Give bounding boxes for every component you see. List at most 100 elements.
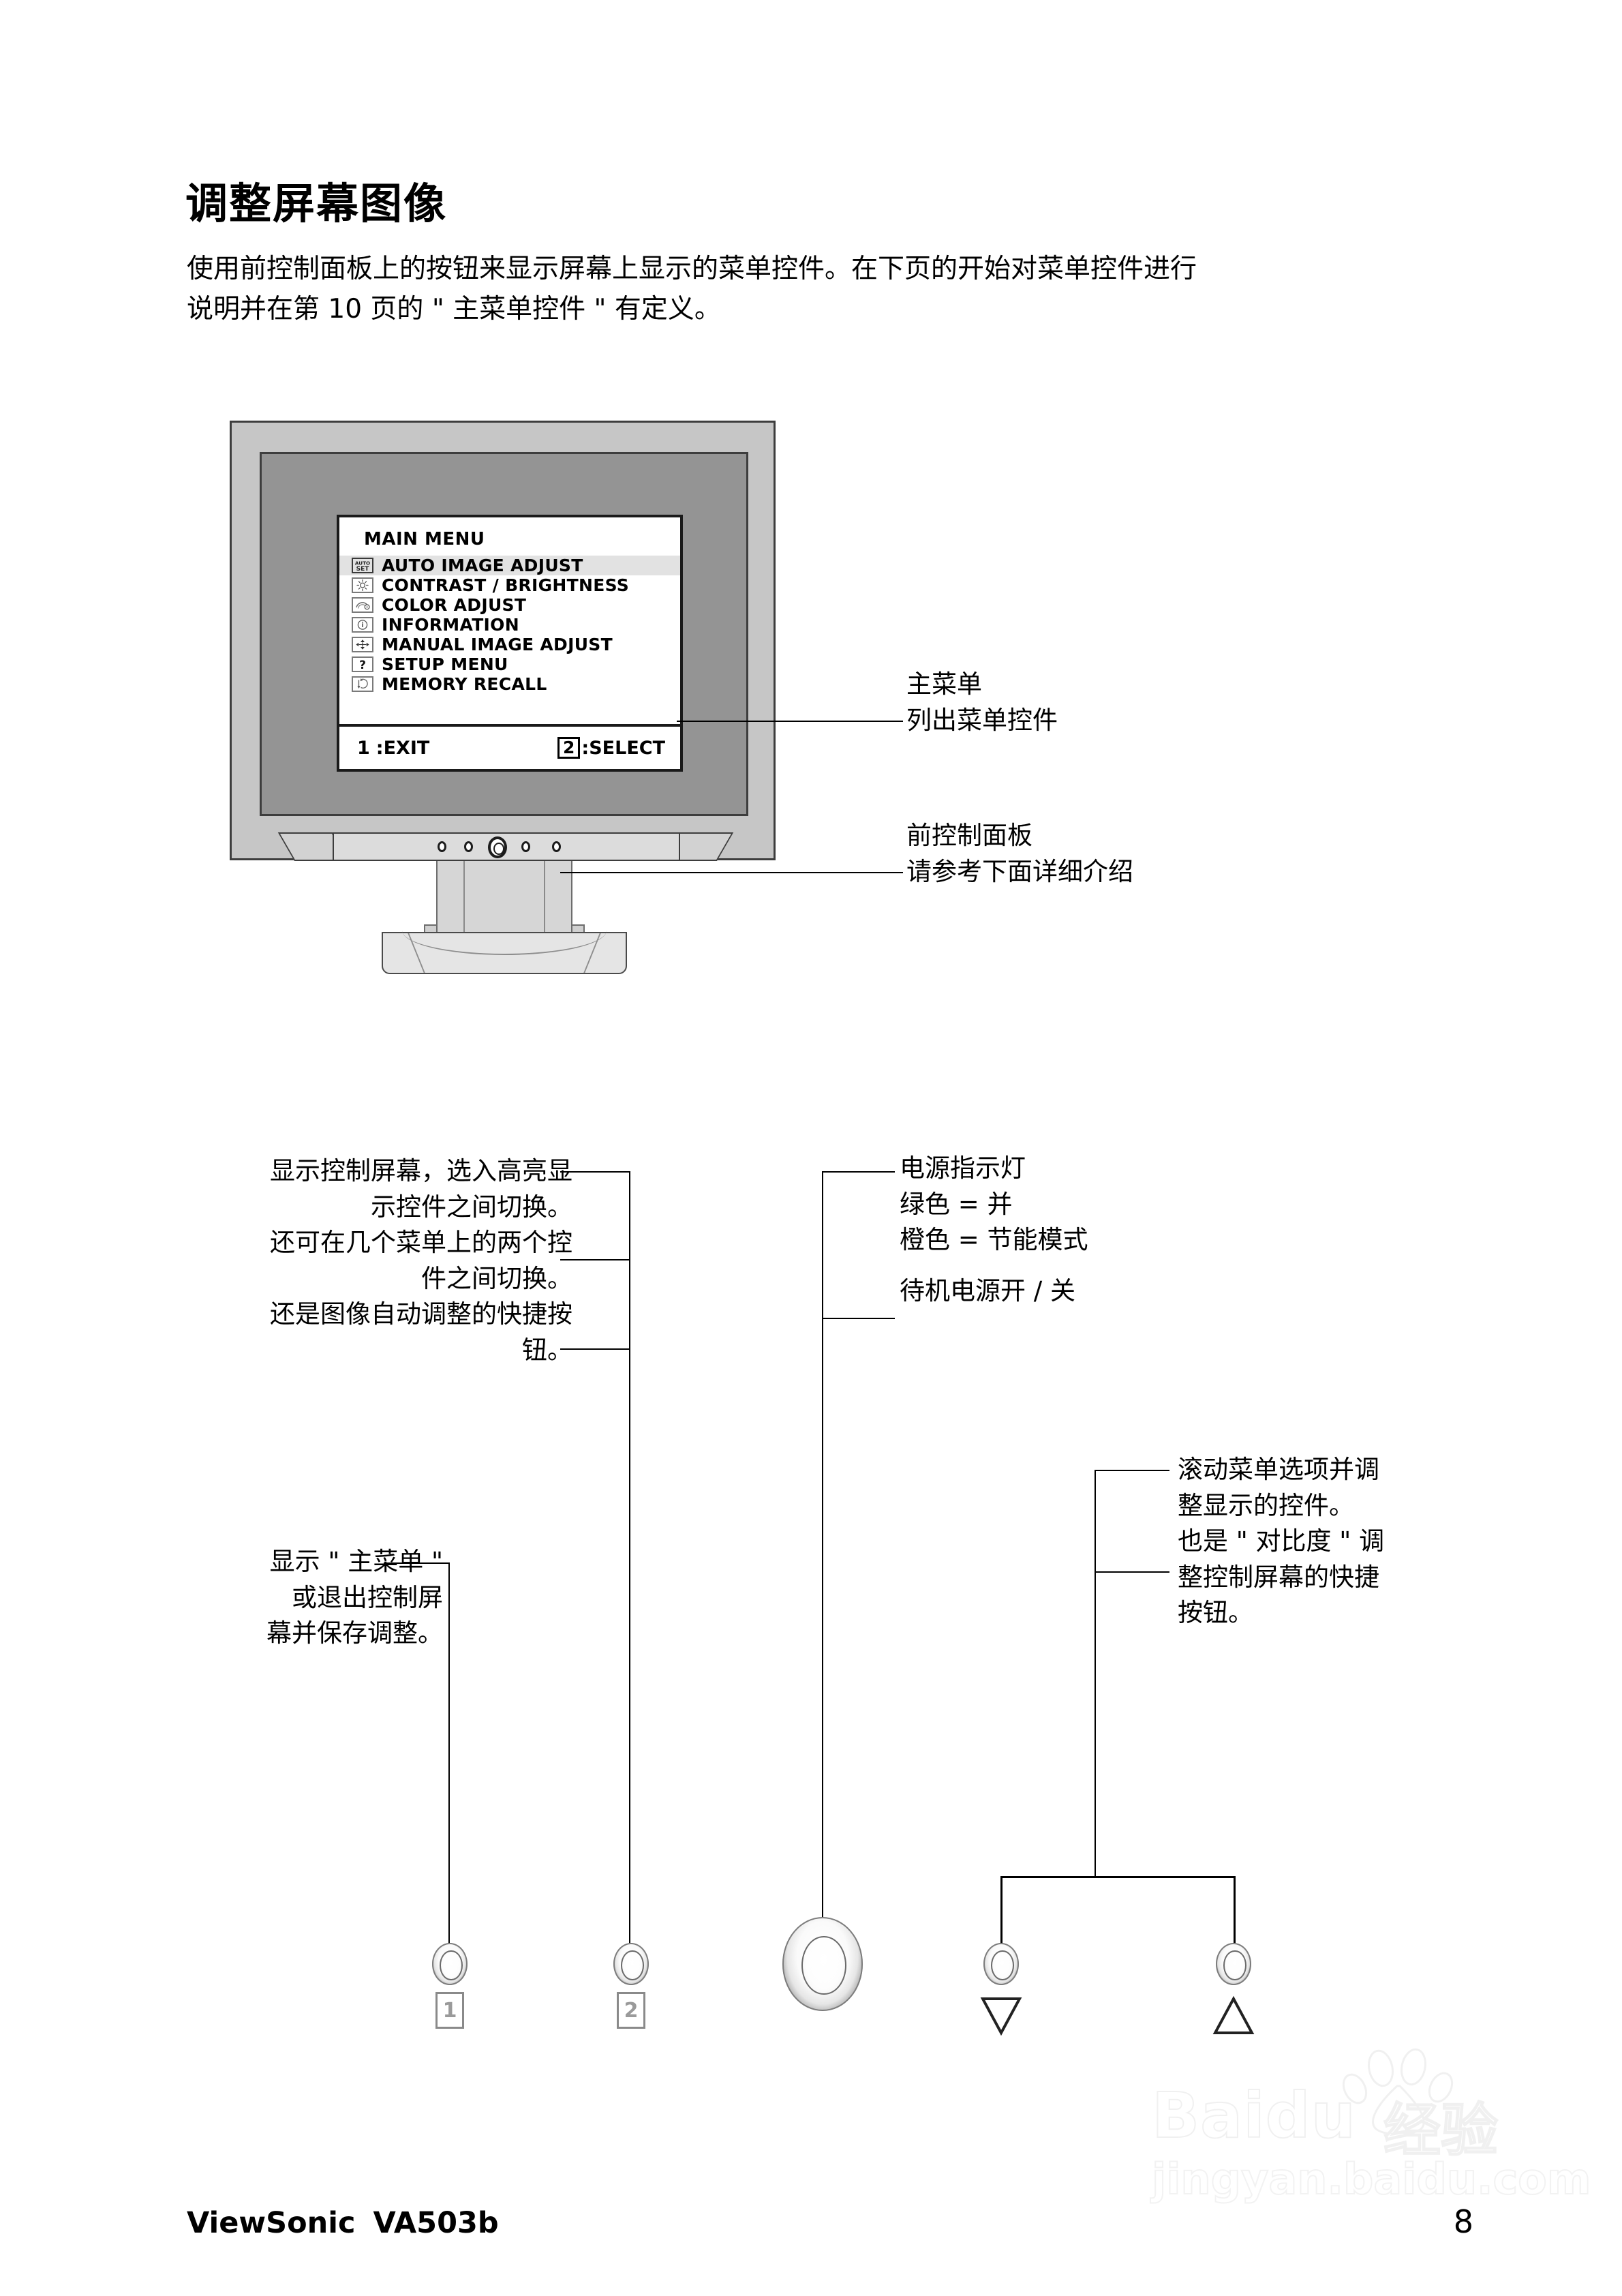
information-icon (352, 617, 373, 633)
osd-main-menu-panel: MAIN MENU AUTO SET AUTO IMAGE ADJUST (337, 515, 683, 772)
osd-footer-bar: 1 :EXIT 2 :SELECT (339, 724, 680, 769)
osd-select-key: 2 (557, 736, 581, 759)
manual-image-adjust-icon (352, 637, 373, 652)
callout-button2: 显示 " 主菜单 " 或退出控制屏 幕并保存调整。 (184, 1544, 443, 1652)
intro-paragraph: 使用前控制面板上的按钮来显示屏幕上显示的菜单控件。在下页的开始对菜单控件进行 说… (187, 249, 1434, 330)
stand-neck-line-left (463, 861, 465, 936)
footer-brand: ViewSonic VA503b (187, 2206, 499, 2240)
button-2[interactable] (613, 1943, 649, 1985)
stand-neck (436, 861, 572, 936)
footer-brand-name: ViewSonic (187, 2206, 356, 2240)
osd-item-memory-recall[interactable]: MEMORY RECALL (339, 674, 680, 694)
button-up[interactable] (1216, 1943, 1251, 1985)
leader-front-panel (560, 872, 903, 873)
leader-arrows-a (1096, 1470, 1169, 1471)
osd-exit-hint[interactable]: 1 :EXIT (357, 738, 429, 759)
monitor-illustration: MAIN MENU AUTO SET AUTO IMAGE ADJUST (230, 421, 776, 974)
osd-item-contrast-brightness[interactable]: CONTRAST / BRIGHTNESS (339, 575, 680, 595)
osd-item-manual-image-adjust[interactable]: MANUAL IMAGE ADJUST (339, 635, 680, 654)
svg-text:?: ? (359, 659, 366, 671)
osd-exit-label: :EXIT (376, 737, 430, 759)
panel-button-1[interactable] (438, 841, 446, 852)
svg-text:AUTO: AUTO (355, 560, 370, 567)
osd-item-label: MEMORY RECALL (382, 674, 547, 694)
callout-front-panel-body: 请参考下面详细介绍 (906, 856, 1133, 886)
baidu-watermark: Baidu 经验 jingyan.baidu.com (1151, 2045, 1591, 2216)
front-control-panel (277, 832, 734, 861)
button-1[interactable] (432, 1943, 468, 1985)
leader-power-a (823, 1171, 895, 1173)
osd-item-label: AUTO IMAGE ADJUST (382, 556, 583, 575)
auto-set-icon: AUTO SET (352, 558, 373, 573)
svg-text:SET: SET (356, 566, 370, 572)
leader-arrows-b (1096, 1571, 1169, 1573)
osd-item-color-adjust[interactable]: COLOR ADJUST (339, 595, 680, 615)
leader-power-trunk (822, 1171, 823, 1946)
stand-base-arc (402, 931, 607, 955)
callout-arrows-p2-l3: 按钮。 (1178, 1598, 1253, 1628)
leader-power-down (822, 1854, 823, 1943)
callout-main-menu-heading: 主菜单 (906, 669, 982, 699)
up-triangle-icon (1212, 1995, 1255, 2040)
stand-neck-line-right (544, 861, 545, 936)
panel-power-button[interactable] (488, 836, 507, 858)
leader-button1-trunk (629, 1171, 630, 1946)
panel-button-down[interactable] (521, 841, 530, 852)
callout-arrows: 滚动菜单选项并调 整显示的控件。 也是 " 对比度 " 调 整控制屏幕的快捷 按… (1178, 1452, 1384, 1631)
baidu-paw-icon (1337, 2045, 1467, 2136)
contrast-brightness-icon (352, 577, 373, 593)
callout-button1: 显示控制屏幕，选入高亮显 示控件之间切换。 还可在几个菜单上的两个控 件之间切换… (204, 1153, 572, 1368)
callout-power-l3: 橙色 = 节能模式 (900, 1225, 1088, 1255)
baidu-wordmark: Baidu (1151, 2079, 1357, 2153)
osd-select-label: :SELECT (581, 737, 665, 759)
power-button[interactable] (782, 1917, 863, 2011)
leader-button2-trunk (448, 1562, 450, 1946)
callout-button2-l3: 幕并保存调整。 (266, 1618, 443, 1648)
callout-arrows-p1-l2: 整显示的控件。 (1178, 1490, 1354, 1520)
osd-menu-list: MAIN MENU AUTO SET AUTO IMAGE ADJUST (339, 517, 680, 724)
callout-button2-l1: 显示 " 主菜单 " (269, 1547, 443, 1576)
leader-arrows-fork-left (1000, 1876, 1003, 1957)
osd-item-auto-image-adjust[interactable]: AUTO SET AUTO IMAGE ADJUST (339, 556, 680, 575)
callout-power-l2: 绿色 = 并 (900, 1189, 1013, 1219)
osd-item-label: MANUAL IMAGE ADJUST (382, 635, 613, 654)
callout-arrows-p1-l1: 滚动菜单选项并调 (1178, 1455, 1379, 1484)
leader-arrows-fork-right (1234, 1876, 1236, 1957)
intro-line-1: 使用前控制面板上的按钮来显示屏幕上显示的菜单控件。在下页的开始对菜单控件进行 (187, 254, 1197, 284)
osd-item-information[interactable]: INFORMATION (339, 615, 680, 635)
callout-button1-p3-l2: 钮。 (522, 1335, 572, 1365)
leader-button1-c (560, 1348, 630, 1350)
callout-power-l1: 电源指示灯 (900, 1153, 1026, 1183)
osd-item-label: INFORMATION (382, 615, 519, 635)
callout-button1-p1-l1: 显示控制屏幕，选入高亮显 (270, 1156, 572, 1185)
osd-title: MAIN MENU (364, 529, 485, 549)
callout-arrows-p2-l1: 也是 " 对比度 " 调 (1178, 1526, 1385, 1556)
baidu-jingyan-cn: 经验 (1383, 2096, 1499, 2164)
button-2-key-label: 2 (617, 1992, 645, 2029)
button-down[interactable] (983, 1943, 1019, 1985)
panel-button-2[interactable] (464, 841, 473, 852)
callout-button2-l2: 或退出控制屏 (292, 1582, 443, 1612)
osd-item-label: COLOR ADJUST (382, 595, 527, 615)
leader-main-menu (677, 721, 903, 722)
osd-select-hint[interactable]: 2 :SELECT (557, 736, 665, 759)
callout-front-panel: 前控制面板 请参考下面详细介绍 (906, 818, 1133, 890)
footer-model: VA503b (373, 2206, 499, 2240)
leader-arrows-fork-bar (1000, 1876, 1236, 1878)
callout-power-l4: 待机电源开 / 关 (900, 1275, 1075, 1305)
leader-button1-a (560, 1171, 630, 1173)
stand-base (382, 932, 627, 974)
monitor-screen: MAIN MENU AUTO SET AUTO IMAGE ADJUST (260, 452, 748, 816)
color-adjust-icon (352, 597, 373, 613)
leader-button1-b (560, 1259, 630, 1260)
intro-line-2: 说明并在第 10 页的 " 主菜单控件 " 有定义。 (187, 294, 721, 325)
page-number: 8 (1453, 2203, 1473, 2240)
osd-item-setup-menu[interactable]: ? SETUP MENU (339, 654, 680, 674)
down-triangle-icon (979, 1995, 1023, 2040)
baidu-url: jingyan.baidu.com (1151, 2154, 1591, 2205)
osd-exit-key: 1 (357, 737, 370, 759)
panel-button-up[interactable] (552, 841, 561, 852)
osd-item-label: CONTRAST / BRIGHTNESS (382, 575, 630, 595)
callout-button1-p2-l2: 件之间切换。 (421, 1263, 572, 1293)
